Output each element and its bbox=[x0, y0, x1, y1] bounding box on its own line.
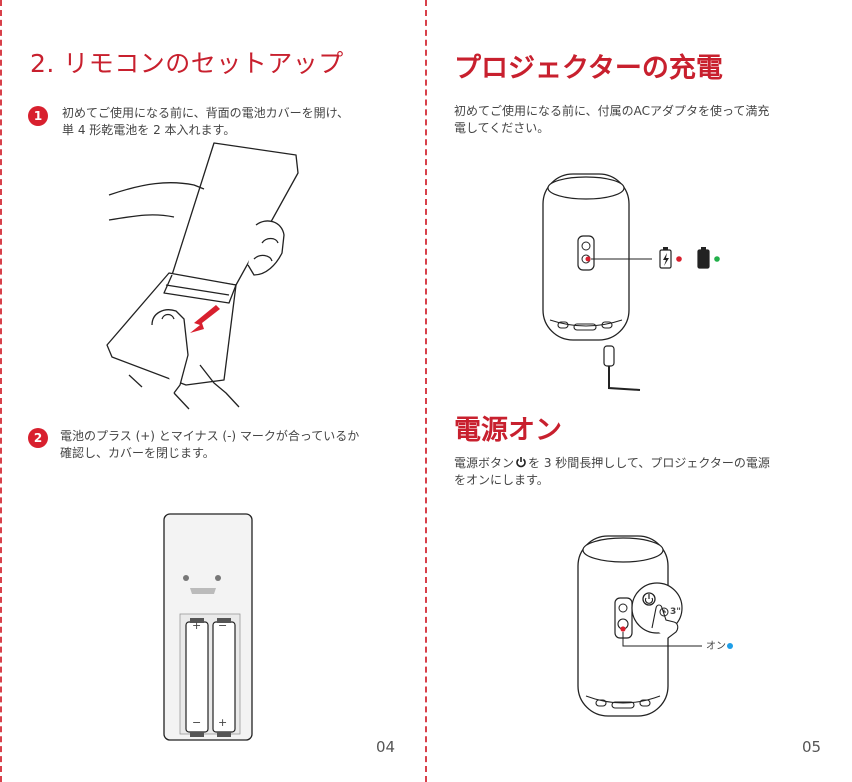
step-1-text: 初めてご使用になる前に、背面の電池カバーを開け、 単 4 形乾電池を 2 本入れ… bbox=[62, 105, 349, 139]
charging-led-red bbox=[676, 256, 682, 262]
battery-2-plus: + bbox=[218, 716, 228, 729]
power-line-1-post: を 3 秒間長押しして、プロジェクターの電源 bbox=[528, 456, 770, 470]
power-text: 電源ボタンを 3 秒間長押しして、プロジェクターの電源 をオンにします。 bbox=[454, 455, 770, 489]
charge-line-2: 電してください。 bbox=[454, 121, 550, 135]
step-1-line-2: 単 4 形乾電池を 2 本入れます。 bbox=[62, 123, 236, 137]
step-1-line-1: 初めてご使用になる前に、背面の電池カバーを開け、 bbox=[62, 106, 350, 120]
full-led-green bbox=[714, 256, 720, 262]
battery-2-minus: − bbox=[218, 619, 228, 632]
remote-open-illustration bbox=[106, 142, 299, 410]
page-edge-left bbox=[0, 0, 2, 782]
power-on-label: オン bbox=[706, 641, 726, 652]
timer-icon bbox=[659, 607, 669, 617]
battery-1-minus: − bbox=[192, 716, 202, 729]
step-2-line-1: 電池のプラス (+) とマイナス (-) マークが合っているか bbox=[60, 429, 360, 443]
battery-full-icon bbox=[697, 247, 710, 269]
step-2-text: 電池のプラス (+) とマイナス (-) マークが合っているか 確認し、カバーを… bbox=[60, 428, 359, 462]
power-title: 電源オン bbox=[454, 415, 562, 446]
step-2-line-2: 確認し、カバーを閉じます。 bbox=[60, 446, 215, 460]
hold-duration-label: 3" bbox=[670, 607, 681, 617]
power-led-blue bbox=[727, 643, 733, 649]
power-line-1: 電源ボタンを 3 秒間長押しして、プロジェクターの電源 bbox=[454, 455, 770, 472]
power-line-2: をオンにします。 bbox=[454, 473, 549, 487]
section-title: 2. リモコンのセットアップ bbox=[30, 49, 344, 78]
right-page: プロジェクターの充電 初めてご使用になる前に、付属のACアダプタを使って満充 電… bbox=[430, 0, 850, 782]
page-number-left: 04 bbox=[376, 738, 396, 756]
page-number-right: 05 bbox=[802, 738, 822, 756]
battery-charging-icon bbox=[659, 247, 672, 269]
charge-text: 初めてご使用になる前に、付属のACアダプタを使って満充 電してください。 bbox=[454, 103, 769, 137]
step-1-badge: 1 bbox=[28, 106, 48, 126]
charge-line-1: 初めてご使用になる前に、付属のACアダプタを使って満充 bbox=[454, 104, 770, 118]
projector-power-illustration bbox=[577, 535, 733, 717]
projector-charging-illustration bbox=[542, 173, 720, 391]
power-line-1-pre: 電源ボタン bbox=[454, 456, 515, 470]
left-page: 2. リモコンのセットアップ 1 初めてご使用になる前に、背面の電池カバーを開け… bbox=[4, 0, 422, 782]
battery-compartment-illustration bbox=[163, 513, 253, 741]
charge-title: プロジェクターの充電 bbox=[454, 53, 723, 84]
battery-1-plus: + bbox=[192, 619, 202, 632]
power-icon bbox=[516, 457, 526, 468]
step-2-badge: 2 bbox=[28, 428, 48, 448]
page-divider bbox=[425, 0, 427, 782]
